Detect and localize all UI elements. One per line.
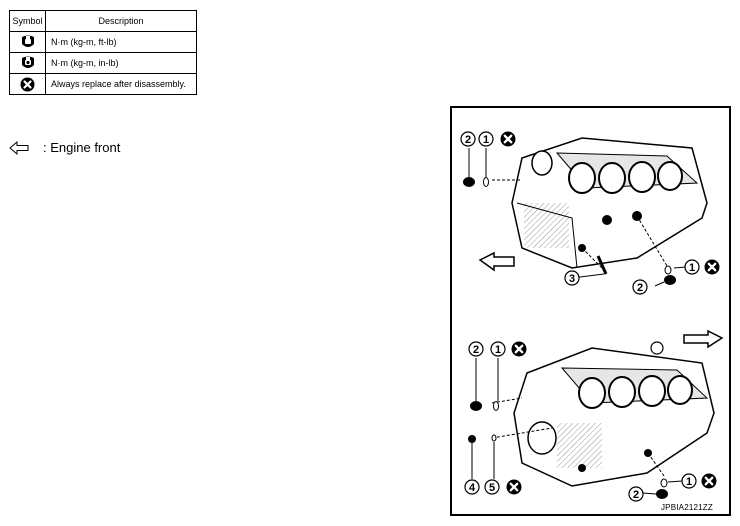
legend-symbol-cell (9, 52, 46, 74)
legend-row: N·m (kg-m, ft-lb) (9, 31, 197, 53)
torque-wrench-icon (21, 35, 34, 47)
replace-cross-icon (20, 77, 35, 91)
engine-front-arrow-icon (683, 329, 724, 349)
engine-front-label: : Engine front (43, 140, 121, 155)
legend-description: N·m (kg-m, ft-lb) (45, 31, 197, 53)
callouts-bottom: 2 1 4 5 1 2 (464, 329, 724, 502)
replace-cross-icon (704, 259, 720, 275)
callout-number: 1 (495, 344, 501, 356)
legend-row: N·m (kg-m, in-lb) (9, 52, 197, 74)
callout-number: 2 (633, 489, 639, 501)
legend-row: Always replace after disassembly. (9, 73, 197, 95)
legend-header-symbol: Symbol (9, 10, 46, 32)
callout-number: 1 (689, 262, 695, 274)
legend-header-row: Symbol Description (9, 10, 197, 32)
callout-number: 4 (469, 482, 476, 494)
legend-description: N·m (kg-m, in-lb) (45, 52, 197, 74)
legend-symbol-cell (9, 73, 46, 95)
figure-id: JPBIA2121ZZ (660, 503, 713, 512)
engine-front-arrow-icon (478, 251, 515, 272)
callouts-top: 2 1 3 1 2 (460, 131, 720, 295)
callout-number: 1 (483, 134, 489, 146)
legend-table: Symbol Description N·m (kg-m, ft-lb) N·m… (9, 10, 197, 95)
replace-cross-icon (506, 479, 522, 495)
callout-number: 2 (637, 282, 643, 294)
engine-front-note: : Engine front (9, 140, 120, 155)
cylinder-block-figure: 2 1 3 1 2 (450, 106, 731, 516)
legend-description: Always replace after disassembly. (45, 73, 197, 95)
cylinder-block-illustration: 2 1 3 1 2 (460, 131, 724, 502)
callout-number: 1 (686, 476, 692, 488)
engine-front-arrow-icon (9, 140, 29, 155)
legend-symbol-cell (9, 31, 46, 53)
engine-block-top (492, 137, 708, 275)
engine-block-bottom (491, 341, 715, 487)
callout-number: 2 (473, 344, 479, 356)
replace-cross-icon (701, 473, 717, 489)
callout-number: 2 (465, 134, 471, 146)
callout-number: 5 (489, 482, 495, 494)
torque-wrench-inlb-icon (21, 56, 34, 68)
legend-header-description: Description (45, 10, 197, 32)
replace-cross-icon (500, 131, 516, 147)
replace-cross-icon (511, 341, 527, 357)
callout-number: 3 (569, 273, 575, 285)
